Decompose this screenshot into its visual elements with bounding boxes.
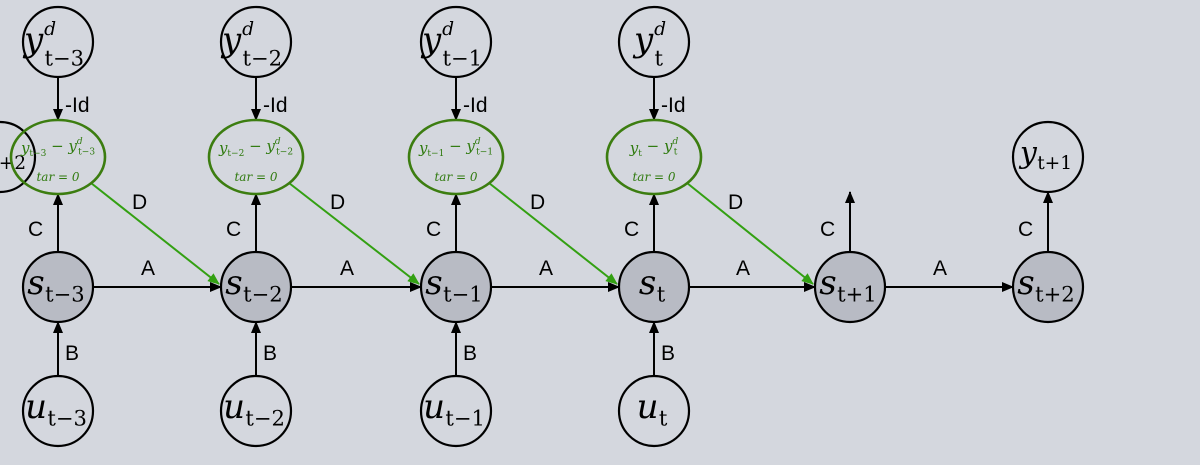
- state-node: [813, 250, 887, 324]
- state-node-label: st−2: [225, 263, 282, 306]
- edge-labels: A A A A A B B B B C C C C C C -Id -Id -Id -IdD D D D: [28, 94, 1033, 365]
- state-node: [1011, 250, 1085, 324]
- desired-output-node: [219, 5, 293, 79]
- state-node: [419, 250, 493, 324]
- input-node: [419, 374, 493, 448]
- output-node-label: yt+1: [1018, 136, 1072, 175]
- state-node-label: st+2: [1017, 263, 1074, 306]
- state-node: [617, 250, 691, 324]
- error-feedback-label: D: [530, 191, 545, 214]
- output-label: C: [624, 218, 639, 241]
- input-label: B: [263, 342, 277, 365]
- output-node-label: yt+2: [0, 136, 26, 175]
- input-node: [219, 374, 293, 448]
- state-node: [219, 250, 293, 324]
- input-node-label: ut−3: [25, 387, 87, 430]
- state-node-label: st−3: [27, 263, 84, 306]
- output-label: C: [226, 218, 241, 241]
- error-feedback-arrow: [288, 182, 420, 285]
- error-node-target: tar = 0: [632, 170, 675, 184]
- output-node: [1011, 120, 1085, 194]
- error-feedback-arrow: [488, 182, 618, 285]
- error-node: [207, 118, 305, 196]
- error-node-target: tar = 0: [36, 170, 79, 184]
- state-transition-label: A: [933, 257, 947, 280]
- error-feedback-label: D: [330, 191, 345, 214]
- input-node-label: ut−2: [223, 387, 285, 430]
- output-node: [0, 120, 37, 194]
- error-feedback-arrow: [90, 182, 220, 285]
- error-node-target: tar = 0: [434, 170, 477, 184]
- input-node-label: ut−1: [423, 387, 485, 430]
- error-node: [605, 118, 703, 196]
- edges: [53, 77, 1053, 376]
- error-feedback-arrow: [686, 182, 814, 285]
- state-node: [21, 250, 95, 324]
- desired-label: -Id: [263, 94, 288, 117]
- state-transition-label: A: [141, 257, 155, 280]
- state-transition-label: A: [539, 257, 553, 280]
- desired-output-node: [617, 5, 691, 79]
- desired-label: -Id: [661, 94, 686, 117]
- input-node-label: ut: [637, 387, 668, 430]
- error-feedback-label: D: [132, 191, 147, 214]
- state-node-label: st: [639, 263, 666, 306]
- input-label: B: [661, 342, 675, 365]
- input-node: [21, 374, 95, 448]
- input-label: B: [65, 342, 79, 365]
- output-label: C: [28, 218, 43, 241]
- desired-output-node: [419, 5, 493, 79]
- input-label: B: [463, 342, 477, 365]
- state-node-label: st−1: [425, 263, 482, 306]
- output-label: C: [820, 218, 835, 241]
- desired-label: -Id: [65, 94, 90, 117]
- state-transition-label: A: [340, 257, 354, 280]
- error-node: [407, 118, 505, 196]
- error-node: [9, 118, 107, 196]
- output-label: C: [1018, 218, 1033, 241]
- error-feedback-label: D: [728, 191, 743, 214]
- desired-label: -Id: [463, 94, 488, 117]
- input-node: [617, 374, 691, 448]
- error-node-target: tar = 0: [234, 170, 277, 184]
- state-transition-label: A: [736, 257, 750, 280]
- state-node-label: st+1: [819, 263, 876, 306]
- output-label: C: [426, 218, 441, 241]
- desired-output-node: [21, 5, 95, 79]
